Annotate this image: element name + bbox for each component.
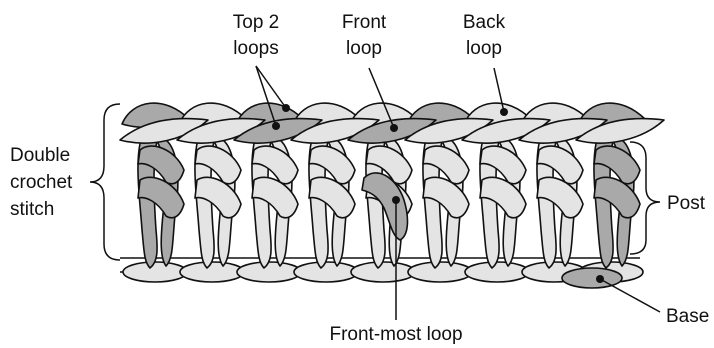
stitch-post: [138, 136, 184, 268]
label-top-2-loops-line1: Top 2: [233, 12, 279, 33]
label-double-crochet-line3: stitch: [10, 199, 54, 220]
pointer-dot: [272, 122, 280, 130]
base-loop: [408, 262, 472, 282]
stitch-post: [537, 136, 583, 268]
base-loop: [123, 262, 187, 282]
pointer-dot: [390, 124, 398, 132]
stitch-post: [423, 136, 469, 268]
stitch-post: [594, 136, 640, 268]
pointer-dot: [596, 275, 604, 283]
label-post: Post: [667, 193, 706, 214]
pointer-base: [600, 279, 660, 312]
stitch-post: [480, 136, 526, 268]
stitch-posts: [138, 136, 640, 268]
label-double-crochet-line2: crochet: [10, 172, 73, 193]
base-loop-highlighted: [562, 268, 622, 288]
pointer-top-loop-1: [256, 66, 286, 108]
base-loop: [180, 262, 244, 282]
label-back-loop-line2: loop: [466, 38, 502, 59]
stitch-bracket: [90, 104, 120, 260]
label-back-loop-line1: Back: [463, 12, 506, 33]
pointer-dot: [392, 196, 400, 204]
pointer-dot: [500, 108, 508, 116]
base-loop: [237, 262, 301, 282]
label-top-2-loops-line2: loops: [233, 38, 278, 59]
base-loop: [294, 262, 358, 282]
stitch-post: [309, 136, 355, 268]
stitch-post: [195, 136, 241, 268]
label-base: Base: [666, 306, 709, 327]
stitch-post: [252, 136, 298, 268]
label-front-loop-line2: loop: [346, 38, 382, 59]
label-front-most-loop: Front-most loop: [329, 324, 462, 345]
base-loop: [351, 262, 415, 282]
base-loop: [465, 262, 529, 282]
label-front-loop-line1: Front: [342, 12, 387, 33]
pointer-dot: [282, 104, 290, 112]
label-double-crochet-line1: Double: [10, 145, 70, 166]
